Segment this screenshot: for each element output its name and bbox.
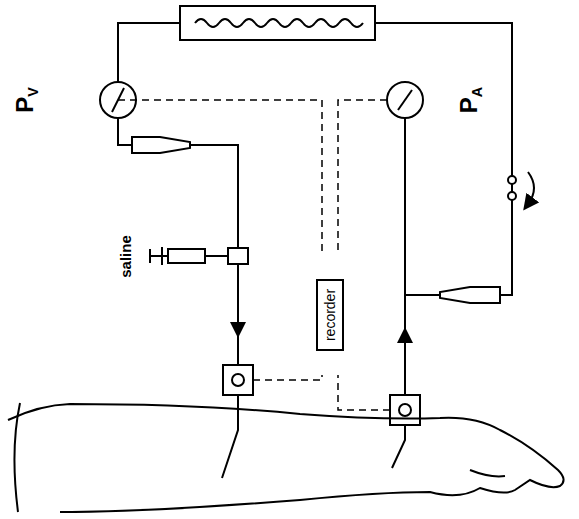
tube — [118, 23, 180, 82]
flow-probe — [232, 374, 244, 386]
syringe-plunger — [150, 247, 168, 265]
tube — [118, 118, 132, 145]
flow-arrow — [404, 335, 406, 380]
recorder-box: recorder — [316, 279, 344, 351]
pressure-label: PA — [455, 87, 485, 113]
forearm-outline — [8, 404, 564, 512]
t-junction — [228, 248, 248, 264]
pump-rotor — [511, 184, 513, 192]
heater-coil — [195, 19, 363, 27]
signal-line — [118, 100, 322, 255]
pressure-label: PV — [11, 87, 41, 113]
gauge-needle — [398, 90, 412, 110]
line-label: saline — [117, 235, 134, 278]
node-text: recorder — [322, 289, 338, 341]
signal-line — [253, 375, 322, 380]
tube — [500, 198, 512, 295]
flow-arrow — [237, 255, 239, 330]
signal-line — [338, 100, 387, 255]
arterial-catheter — [392, 425, 405, 468]
tube — [405, 294, 440, 296]
finger-line — [470, 470, 505, 476]
signal-line — [338, 375, 390, 410]
syringe-barrel — [168, 249, 205, 263]
tube — [375, 23, 512, 178]
flow-probe — [390, 395, 420, 425]
heat-exchanger — [180, 6, 375, 40]
tube-connector — [440, 287, 500, 303]
flow-probe — [223, 365, 253, 395]
pump-roller — [508, 192, 516, 200]
tube-connector — [132, 137, 190, 153]
elbow-outline — [14, 403, 20, 512]
flow-probe — [399, 404, 411, 416]
tube — [404, 118, 406, 395]
tube — [205, 255, 228, 257]
rotation-arrow — [528, 172, 534, 204]
pump-roller — [508, 176, 516, 184]
pressure-gauge — [387, 82, 423, 118]
